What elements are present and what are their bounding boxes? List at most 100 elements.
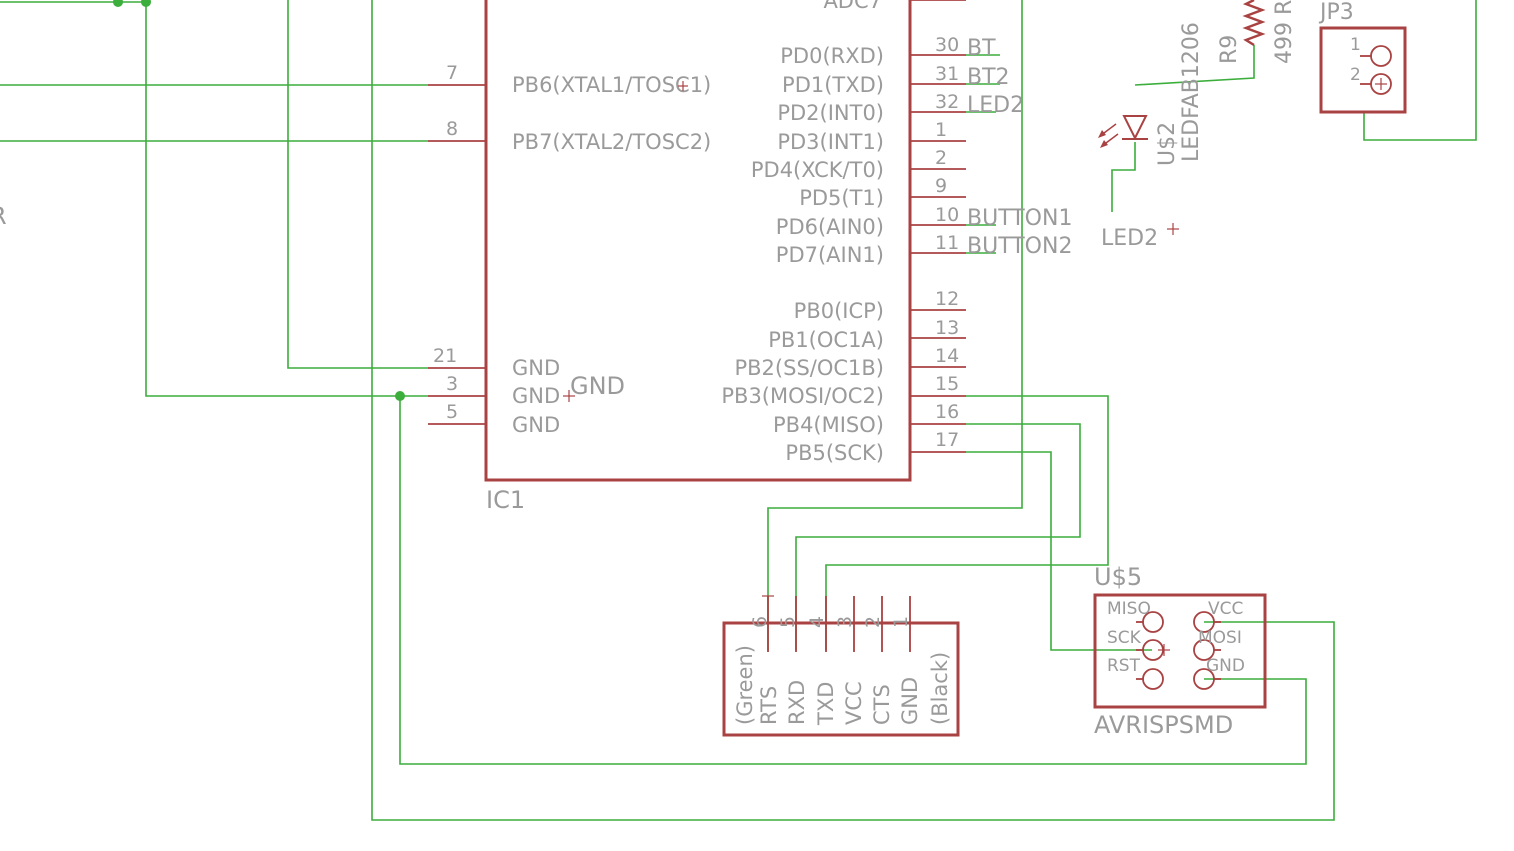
- wires: [0, 0, 1477, 821]
- net-label: BT2: [967, 65, 1010, 90]
- ic1-pin-label: PB7(XTAL2/TOSC2): [512, 130, 711, 154]
- wire-miso: [795, 423, 1081, 650]
- ftdi-note-right: (Black): [928, 652, 952, 725]
- jp3-connector[interactable]: JP3 1 2: [1318, 0, 1407, 114]
- ic1-pin-number: 31: [935, 63, 959, 85]
- led-triangle: [1122, 115, 1148, 141]
- ic1-pin-number: 21: [433, 345, 457, 367]
- ic1-pin-label: PB1(OC1A): [768, 328, 884, 352]
- ic1-pin-number: 14: [935, 345, 959, 367]
- isp-pin-label: MISO: [1107, 599, 1151, 619]
- ic1-pin-label: GND: [512, 413, 560, 437]
- led-net-label: LED2: [1101, 226, 1158, 251]
- isp-pin-label: MOSI: [1198, 628, 1242, 648]
- resistor-zigzag: [1242, 0, 1266, 47]
- wire-gnd3: [145, 2, 428, 397]
- jp3-body: [1319, 26, 1407, 114]
- ic1-pin-number: 12: [935, 288, 959, 310]
- wire-vcc-to-isp: [371, 0, 1335, 821]
- ic1-pin-label: PB3(MOSI/OC2): [721, 384, 884, 408]
- ic1-pin-label: GND: [512, 356, 560, 380]
- ic1-pin-number: 16: [935, 401, 959, 423]
- resistor-r9-symbol[interactable]: R9 499 R: [1217, 0, 1297, 64]
- isp-pin-label: RST: [1107, 656, 1141, 676]
- isp-value: AVRISPSMD: [1094, 711, 1233, 739]
- led-value: LEDFAB1206: [1179, 22, 1204, 162]
- wire-gnd21: [287, 0, 428, 369]
- ic1-top-pin-label: ADC7: [823, 0, 882, 13]
- junction-dot: [395, 391, 405, 401]
- ic1-pin-label: PD6(AIN0): [776, 215, 884, 239]
- ftdi-note-left: (Green): [733, 645, 757, 725]
- ftdi-pin-number: 1: [890, 616, 912, 628]
- isp-pin-label: SCK: [1107, 628, 1142, 648]
- junction-dot: [141, 0, 151, 7]
- wire-jp3: [1363, 0, 1477, 141]
- ic1-pin-number: 8: [446, 118, 458, 140]
- ic1-pin-number: 10: [935, 204, 959, 226]
- isp-pin-label: GND: [1206, 656, 1245, 676]
- ic1-pin-number: 3: [446, 373, 458, 395]
- ftdi-pin-number: 6: [749, 616, 771, 628]
- ic1-pin-label: PD3(INT1): [777, 130, 884, 154]
- ftdi-pin-label: VCC: [842, 681, 866, 725]
- ic1-pin-label: PD5(T1): [799, 186, 884, 210]
- led-u2-symbol[interactable]: U$2 LEDFAB1206 LED2: [1098, 22, 1204, 251]
- isp-body: [1093, 593, 1267, 709]
- ic1-pin-label: PD0(RXD): [780, 44, 884, 68]
- resistor-name: R9: [1217, 35, 1242, 64]
- wire-vcc-to-ftdi: [767, 0, 1023, 650]
- ic1-pin-number: 9: [935, 175, 947, 197]
- gnd-net-label: GND: [570, 372, 625, 400]
- ic1-pin-number: 13: [935, 317, 959, 339]
- wire-sck: [966, 451, 1152, 651]
- wire-led-resistor: [1134, 45, 1255, 86]
- edge-label-fragment: R: [0, 202, 7, 230]
- ic1-pin-number: 32: [935, 91, 959, 113]
- ftdi-header[interactable]: 6 5 4 3 2 1 (Green) RTS RXD TXD VCC CTS …: [722, 595, 960, 737]
- resistor-value: 499 R: [1272, 0, 1297, 64]
- junction-dot: [113, 0, 123, 7]
- jp3-pin-number: 2: [1350, 65, 1361, 85]
- ic1-pin-label: PB0(ICP): [794, 299, 884, 323]
- net-label: BUTTON1: [967, 206, 1072, 231]
- jp3-pin-number: 1: [1350, 35, 1361, 55]
- ic1-pin-label: PD1(TXD): [782, 73, 884, 97]
- jp3-name: JP3: [1318, 0, 1354, 25]
- ic1-pin-number: 7: [446, 62, 458, 84]
- wire-gnd-to-isp: [399, 396, 1307, 765]
- ic1-pin-number: 11: [935, 232, 959, 254]
- ftdi-pin-number: 4: [806, 616, 828, 628]
- isp-name: U$5: [1094, 563, 1142, 591]
- ftdi-pin-label: TXD: [814, 682, 838, 726]
- ic1-pin-label: PB5(SCK): [785, 441, 884, 465]
- ic1-pin-number: 5: [446, 401, 458, 423]
- ic1-pin-number: 30: [935, 34, 959, 56]
- ftdi-pin-number: 5: [777, 616, 799, 628]
- ic1-pin-label: PD2(INT0): [777, 101, 884, 125]
- net-label: BUTTON2: [967, 234, 1072, 259]
- ic1-body[interactable]: [484, 0, 912, 482]
- ic1-pin-number: 15: [935, 373, 959, 395]
- ic1-pin-number: 17: [935, 429, 959, 451]
- wire-mosi: [825, 395, 1109, 650]
- ftdi-pin-label: RXD: [785, 680, 809, 725]
- ic1-pin-label: PB4(MISO): [773, 413, 884, 437]
- ftdi-body: [722, 621, 960, 737]
- ftdi-pin-number: 3: [834, 616, 856, 628]
- ic1-pin-label: PD7(AIN1): [776, 243, 884, 267]
- isp-u5-connector[interactable]: MISO SCK RST VCC MOSI GND U$5 AVRISPSMD: [1093, 563, 1267, 739]
- ftdi-pin-label: CTS: [870, 684, 894, 725]
- ic1-pin-label: PB2(SS/OC1B): [734, 356, 884, 380]
- ftdi-pin-number: 2: [862, 616, 884, 628]
- ic1-pin-label: GND: [512, 384, 560, 408]
- net-label: LED2: [967, 93, 1024, 118]
- wire-led-anode: [1111, 142, 1136, 212]
- ic1-pin-number: 2: [935, 147, 947, 169]
- ic1-name: IC1: [486, 486, 525, 514]
- led-name: U$2: [1155, 122, 1180, 166]
- ic1-pin-label: PB6(XTAL1/TOSC1): [512, 73, 711, 97]
- ftdi-pin-label: RTS: [757, 686, 781, 725]
